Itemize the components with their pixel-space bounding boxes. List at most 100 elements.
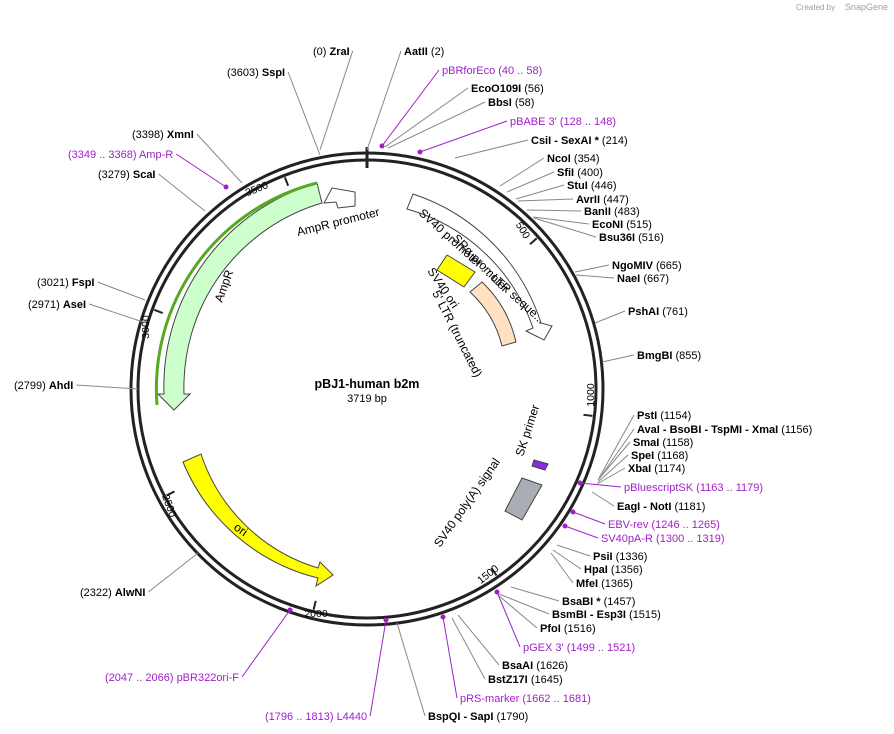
- ltr-feature[interactable]: [469, 281, 517, 347]
- enzyme-label[interactable]: CsiI - SexAI * (214): [531, 135, 628, 147]
- enzyme-label[interactable]: PfoI (1516): [540, 623, 596, 635]
- enzyme-label[interactable]: BsmBI - Esp3I (1515): [552, 609, 661, 621]
- primer-label[interactable]: (3349 .. 3368) Amp-R: [68, 149, 173, 161]
- enzyme-label[interactable]: AvaI - BsoBI - TspMI - XmaI (1156): [637, 424, 812, 436]
- enzyme-label[interactable]: SmaI (1158): [633, 437, 693, 449]
- enzyme-label[interactable]: NgoMIV (665): [612, 260, 682, 272]
- primer-site-marker: [562, 523, 568, 529]
- ampr-promoter-feature[interactable]: [323, 187, 356, 209]
- leader-line: [442, 616, 458, 699]
- leader-line: [598, 414, 635, 479]
- enzyme-name: BstZ17I: [488, 674, 528, 686]
- enzyme-label[interactable]: AvrII (447): [576, 194, 629, 206]
- site-position: (1499 .. 1521): [567, 642, 636, 654]
- feature-label-sk-primer: SK primer: [513, 403, 543, 458]
- enzyme-label[interactable]: MfeI (1365): [576, 578, 633, 590]
- enzyme-label[interactable]: BbsI (58): [488, 97, 534, 109]
- leader-line: [533, 217, 597, 238]
- enzyme-label[interactable]: EagI - NotI (1181): [617, 501, 705, 513]
- enzyme-label[interactable]: PshAI (761): [628, 306, 688, 318]
- site-position: (1790): [496, 711, 528, 723]
- enzyme-label[interactable]: EcoO109I (56): [471, 83, 544, 95]
- enzyme-name: AatII: [404, 46, 428, 58]
- enzyme-label[interactable]: (2971) AseI: [28, 299, 86, 311]
- leader-line: [241, 609, 291, 678]
- primer-label[interactable]: SV40pA-R (1300 .. 1319): [601, 533, 725, 545]
- site-position: (483): [614, 206, 640, 218]
- leader-line: [591, 491, 615, 507]
- enzyme-label[interactable]: (3603) SspI: [227, 67, 285, 79]
- enzyme-label[interactable]: SpeI (1168): [631, 450, 688, 462]
- tick-mark: [283, 176, 290, 187]
- leader-line: [598, 428, 635, 480]
- primer-label[interactable]: pBRforEco (40 .. 58): [442, 65, 542, 77]
- leader-line: [196, 133, 243, 184]
- primer-label[interactable]: (2047 .. 2066) pBR322ori-F: [105, 672, 239, 684]
- leader-line: [319, 50, 354, 151]
- leader-line: [596, 467, 626, 485]
- enzyme-label[interactable]: BsaAI (1626): [502, 660, 568, 672]
- enzyme-label[interactable]: (3279) ScaI: [98, 169, 156, 181]
- enzyme-name: PshAI: [628, 306, 659, 318]
- primer-label[interactable]: pRS-marker (1662 .. 1681): [460, 693, 591, 705]
- enzyme-name: XbaI: [628, 463, 651, 475]
- enzyme-label[interactable]: (3021) FspI: [37, 277, 94, 289]
- enzyme-label[interactable]: BspQI - SapI (1790): [428, 711, 528, 723]
- enzyme-label[interactable]: AatII (2): [404, 46, 444, 58]
- ori-feature[interactable]: [182, 453, 334, 588]
- leader-line: [506, 171, 555, 193]
- plasmid-length: 3719 bp: [347, 393, 387, 405]
- enzyme-label[interactable]: PsiI (1336): [593, 551, 647, 563]
- enzyme-label[interactable]: StuI (446): [567, 180, 617, 192]
- enzyme-label[interactable]: Bsu36I (516): [599, 232, 664, 244]
- primer-label[interactable]: EBV-rev (1246 .. 1265): [608, 519, 720, 531]
- enzyme-name: SmaI: [633, 437, 659, 449]
- enzyme-label[interactable]: PstI (1154): [637, 410, 691, 422]
- enzyme-label[interactable]: XbaI (1174): [628, 463, 685, 475]
- enzyme-label[interactable]: (3398) XmnI: [132, 129, 194, 141]
- primer-name: pGEX 3': [523, 642, 564, 654]
- leader-line: [381, 69, 440, 147]
- enzyme-label[interactable]: NcoI (354): [547, 153, 600, 165]
- enzyme-label[interactable]: (2799) AhdI: [14, 380, 73, 392]
- enzyme-label[interactable]: HpaI (1356): [584, 564, 643, 576]
- primer-site-marker: [287, 607, 293, 613]
- enzyme-name: HpaI: [584, 564, 608, 576]
- sv40-polya-feature[interactable]: [504, 477, 543, 521]
- enzyme-name: EcoO109I: [471, 83, 521, 95]
- site-position: (0): [313, 46, 326, 58]
- enzyme-name: SpeI: [631, 450, 654, 462]
- tick-mark: [529, 237, 538, 246]
- primer-label[interactable]: pGEX 3' (1499 .. 1521): [523, 642, 635, 654]
- sk-primer-feature[interactable]: [531, 459, 549, 471]
- site-position: (40 .. 58): [498, 65, 542, 77]
- primer-name: SV40pA-R: [601, 533, 653, 545]
- primer-label[interactable]: pBluescriptSK (1163 .. 1179): [624, 482, 763, 494]
- leader-line: [76, 384, 139, 390]
- sv40-ltr-feature[interactable]: [406, 193, 553, 341]
- site-position: (1300 .. 1319): [656, 533, 725, 545]
- enzyme-label[interactable]: (0) ZraI: [313, 46, 350, 58]
- primer-label[interactable]: (1796 .. 1813) L4440: [265, 711, 367, 723]
- primer-site-marker: [577, 480, 583, 486]
- enzyme-label[interactable]: BsaBI * (1457): [562, 596, 635, 608]
- primer-label[interactable]: pBABE 3' (128 .. 148): [510, 116, 616, 128]
- tick-mark: [153, 308, 164, 314]
- sra-promoter-feature[interactable]: [436, 254, 476, 288]
- enzyme-label[interactable]: BmgBI (855): [637, 350, 701, 362]
- leader-line: [601, 354, 635, 363]
- enzyme-label[interactable]: NaeI (667): [617, 273, 669, 285]
- enzyme-label[interactable]: SfiI (400): [557, 167, 603, 179]
- leader-line: [575, 274, 615, 279]
- ampr-feature[interactable]: [156, 182, 323, 411]
- leader-line: [387, 101, 486, 149]
- primer-name: Amp-R: [139, 149, 173, 161]
- site-position: (128 .. 148): [560, 116, 616, 128]
- enzyme-label[interactable]: (2322) AlwNI: [80, 587, 145, 599]
- site-position: (2322): [80, 587, 112, 599]
- enzyme-label[interactable]: BanII (483): [584, 206, 640, 218]
- leader-line: [498, 593, 550, 615]
- enzyme-label[interactable]: BstZ17I (1645): [488, 674, 563, 686]
- enzyme-label[interactable]: EcoNI (515): [592, 219, 652, 231]
